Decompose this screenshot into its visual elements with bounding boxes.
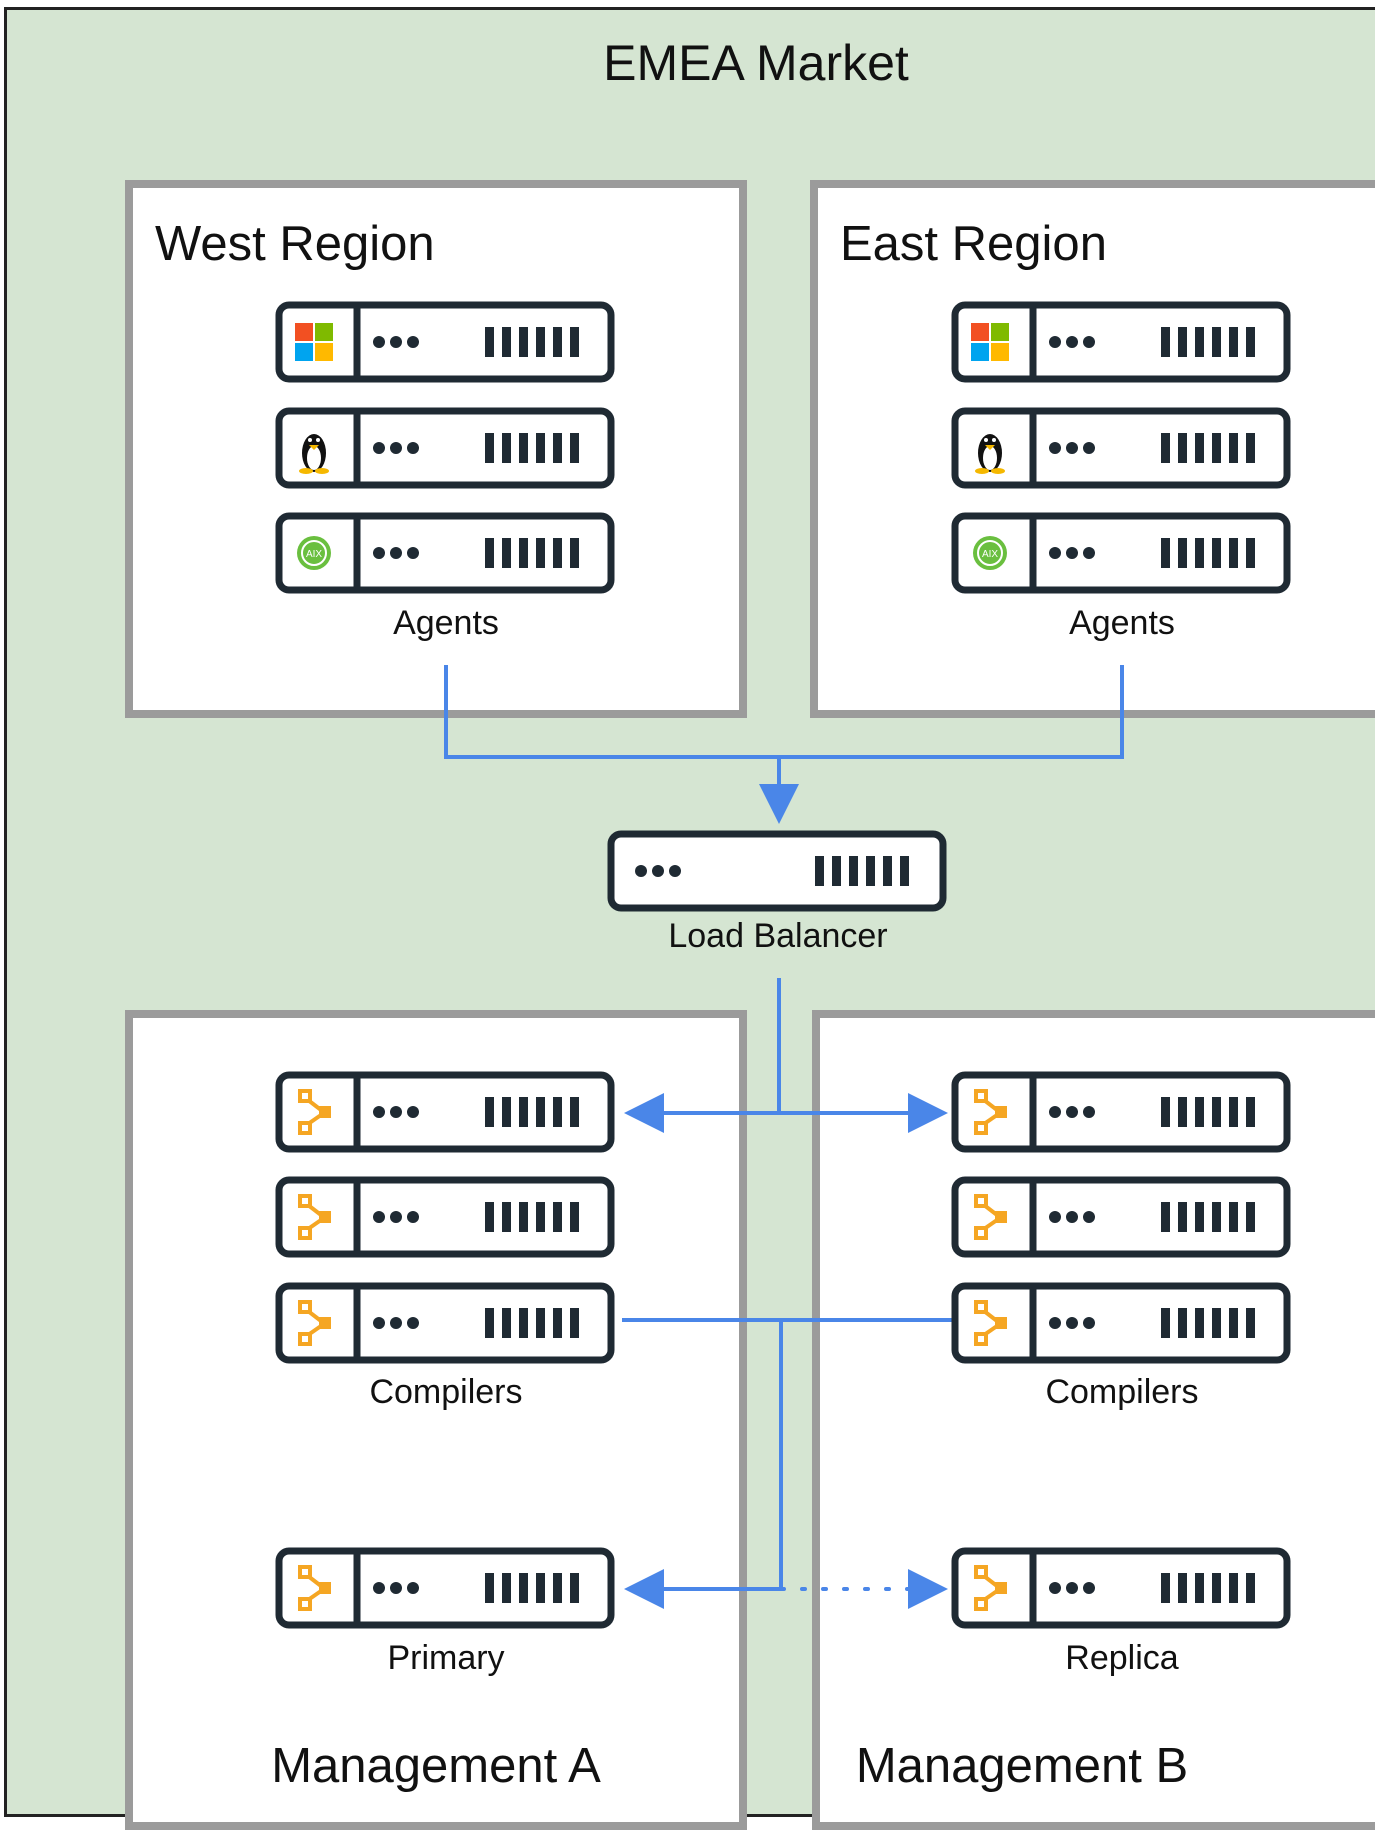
puppet-icon	[974, 1300, 1007, 1346]
svg-text:AIX: AIX	[306, 549, 322, 560]
management-b-title: Management B	[855, 1739, 1189, 1793]
west-agent-server	[275, 301, 615, 383]
compiler-a-server	[275, 1071, 615, 1153]
puppet-icon	[298, 1565, 331, 1611]
primary-label: Primary	[387, 1639, 505, 1677]
primary-server	[275, 1547, 615, 1629]
management-a-title: Management A	[271, 1739, 601, 1793]
compilers-b-label: Compilers	[1045, 1373, 1199, 1411]
east-agent-server	[951, 407, 1291, 489]
compiler-a-server	[275, 1282, 615, 1364]
puppet-icon	[974, 1565, 1007, 1611]
west-agent-server: AIX	[275, 512, 615, 594]
east-agent-server	[951, 301, 1291, 383]
replica-server	[951, 1547, 1291, 1629]
aix-icon: AIX	[973, 536, 1007, 570]
windows-icon	[971, 323, 1009, 361]
replica-label: Replica	[1065, 1639, 1179, 1677]
compiler-b-server	[951, 1282, 1291, 1364]
west-agents-connector	[444, 665, 1124, 759]
puppet-icon	[298, 1194, 331, 1240]
linux-tux-icon	[975, 434, 1005, 474]
puppet-icon	[974, 1194, 1007, 1240]
east-region-title: East Region	[840, 217, 1107, 271]
aix-icon: AIX	[297, 536, 331, 570]
west-agent-server	[275, 407, 615, 489]
puppet-icon	[298, 1089, 331, 1135]
svg-text:AIX: AIX	[982, 549, 998, 560]
east-agent-server: AIX	[951, 512, 1291, 594]
management-a-box: Management A	[125, 1010, 747, 1830]
market-title: EMEA Market	[603, 35, 909, 91]
load-balancer-server	[607, 830, 947, 912]
puppet-icon	[974, 1089, 1007, 1135]
linux-tux-icon	[299, 434, 329, 474]
windows-icon	[295, 323, 333, 361]
compiler-a-server	[275, 1176, 615, 1258]
west-agents-label: Agents	[393, 604, 499, 642]
puppet-icon	[298, 1300, 331, 1346]
compiler-b-server	[951, 1071, 1291, 1153]
compilers-a-label: Compilers	[369, 1373, 523, 1411]
compiler-b-server	[951, 1176, 1291, 1258]
load-balancer-label: Load Balancer	[668, 917, 888, 955]
east-agents-label: Agents	[1069, 604, 1175, 642]
west-region-title: West Region	[155, 217, 435, 271]
